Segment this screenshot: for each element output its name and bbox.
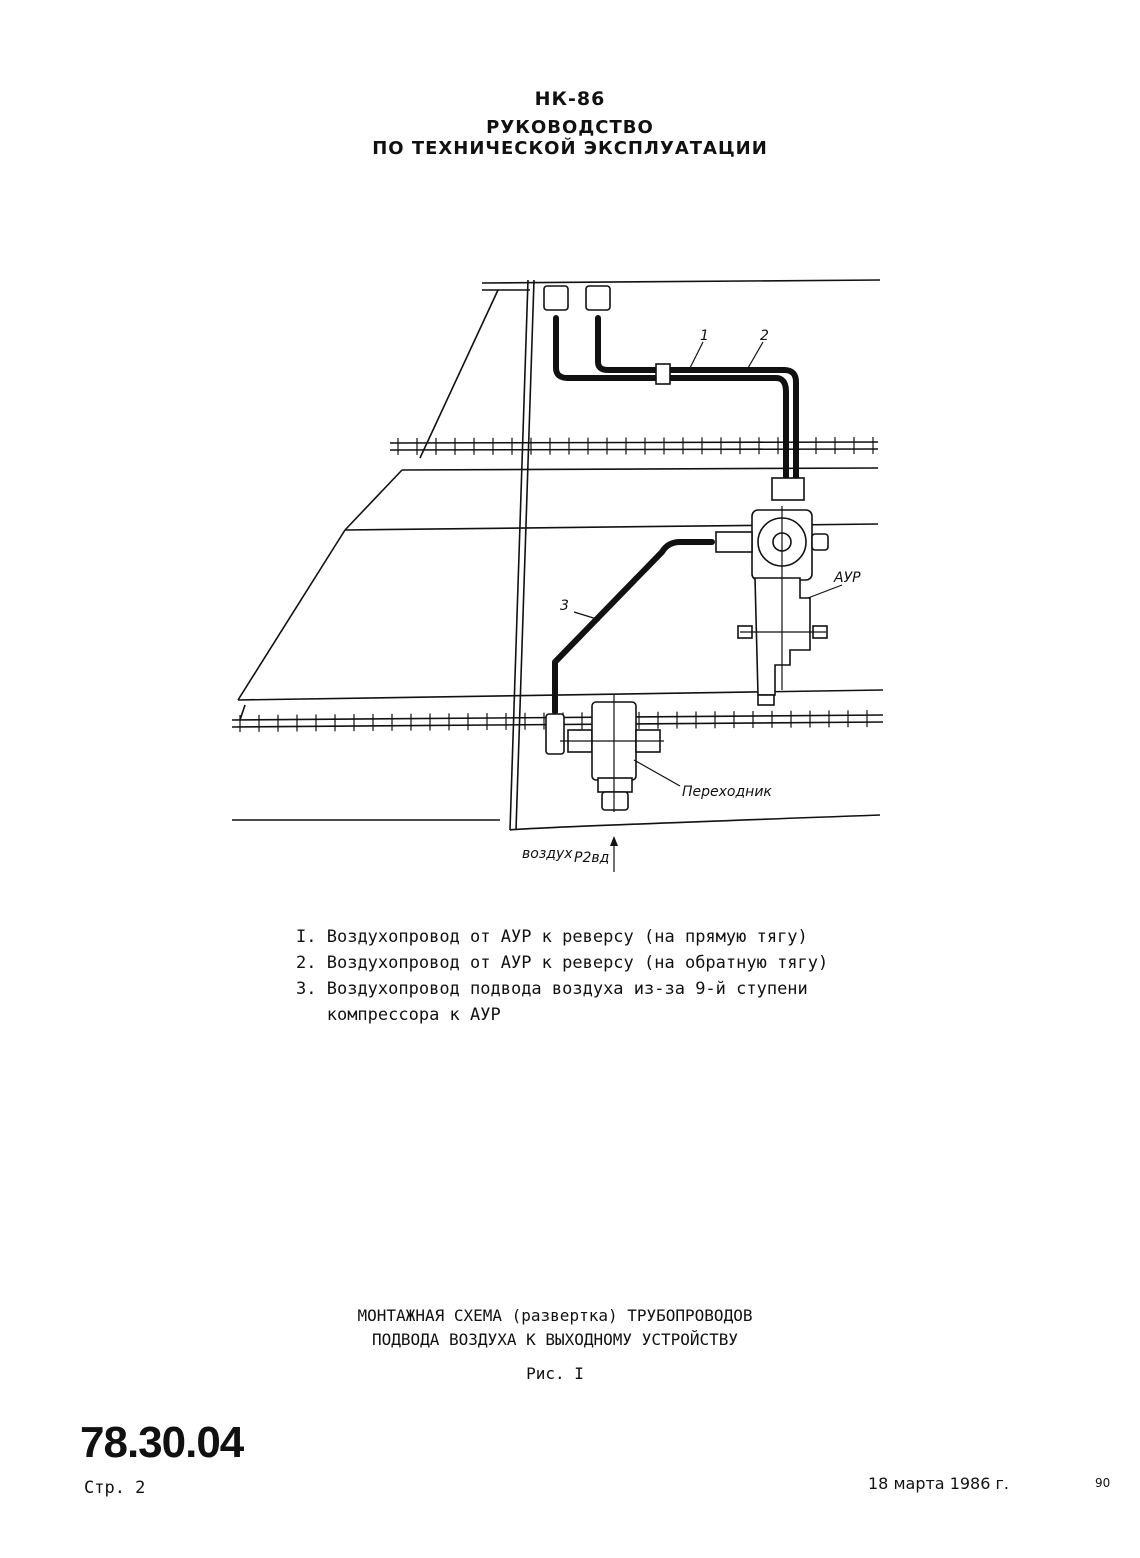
manual-title-line2: ПО ТЕХНИЧЕСКОЙ ЭКСПЛУАТАЦИИ	[372, 138, 768, 159]
leader-1	[689, 341, 704, 369]
legend-num: I.	[296, 927, 317, 947]
casing-edge-lower	[237, 529, 346, 701]
rail-ticks	[239, 437, 874, 732]
pipe-3	[552, 539, 715, 715]
pipe3-end-fitting	[545, 713, 565, 755]
casing-line-1	[401, 467, 879, 471]
adapter-label: Переходник	[682, 784, 772, 800]
pipe-2	[595, 315, 799, 483]
legend-item: компрессора к АУР	[296, 1002, 828, 1028]
leader-adapter	[633, 759, 681, 787]
top-fitting-right	[585, 285, 611, 311]
manual-title-line1: РУКОВОДСТВО	[486, 117, 654, 138]
legend-item: 2. Воздухопровод от АУР к реверсу (на об…	[296, 950, 828, 976]
legend-text: Воздухопровод от АУР к реверсу (на обрат…	[326, 953, 829, 973]
casing-stub	[239, 704, 246, 721]
legend-text: Воздухопровод от АУР к реверсу (на пряму…	[326, 927, 808, 947]
air-label: воздух	[522, 846, 573, 862]
installation-diagram: 1 2 3 АУР Переходник воздух Р2вд	[231, 279, 884, 872]
legend-text: Воздухопровод подвода воздуха из-за 9-й …	[326, 979, 808, 999]
casing-edge-upper	[419, 289, 499, 459]
vertical-frame-right	[515, 279, 535, 831]
figure-number: Рис. I	[526, 1364, 584, 1383]
document-code: 78.30.04	[80, 1418, 244, 1467]
leader-aur	[807, 584, 843, 599]
legend-text: компрессора к АУР	[326, 1005, 501, 1025]
callout-2: 2	[760, 328, 769, 344]
vertical-frame-left	[509, 279, 529, 831]
callout-1: 1	[700, 328, 709, 344]
aur-label: АУР	[833, 570, 861, 586]
page-number: Стр. 2	[84, 1478, 146, 1498]
casing-line-3	[237, 689, 884, 701]
adapter-lower-flange	[597, 777, 633, 793]
top-frame-line	[481, 279, 881, 284]
leader-3	[573, 611, 601, 621]
manual-model: НК-86	[534, 88, 606, 110]
bottom-line-right	[509, 814, 881, 831]
legend: I. Воздухопровод от АУР к реверсу (на пр…	[296, 924, 828, 1028]
revision-date: 18 марта 1986 г.	[868, 1474, 1009, 1493]
casing-edge-mid	[344, 469, 403, 531]
adapter-bottom-fitting	[601, 791, 629, 811]
air-pressure-label: Р2вд	[574, 850, 609, 866]
aur-side-fitting	[811, 533, 829, 551]
legend-num: 3.	[296, 979, 317, 999]
legend-num: 2.	[296, 953, 317, 973]
leader-2	[747, 341, 764, 369]
air-arrow-head	[610, 836, 618, 846]
aur-bottom-plug	[757, 694, 775, 706]
aur-inlet-fitting	[715, 531, 753, 553]
rail-top-1	[389, 441, 879, 444]
figure-caption-line2: ПОДВОДА ВОЗДУХА К ВЫХОДНОМУ УСТРОЙСТВУ	[371, 1330, 739, 1349]
figure-caption-line1: МОНТАЖНАЯ СХЕМА (развертка) ТРУБОПРОВОДО…	[357, 1306, 753, 1325]
top-fitting-left	[543, 285, 569, 311]
legend-item: I. Воздухопровод от АУР к реверсу (на пр…	[296, 924, 828, 950]
pipe-clamp	[655, 363, 671, 385]
rail-top-2	[389, 448, 879, 451]
sheet-number: 90	[1095, 1476, 1111, 1490]
legend-item: 3. Воздухопровод подвода воздуха из-за 9…	[296, 976, 828, 1002]
aur-top-fitting	[771, 477, 805, 501]
callout-3: 3	[560, 598, 569, 614]
pipe-1	[553, 315, 789, 483]
